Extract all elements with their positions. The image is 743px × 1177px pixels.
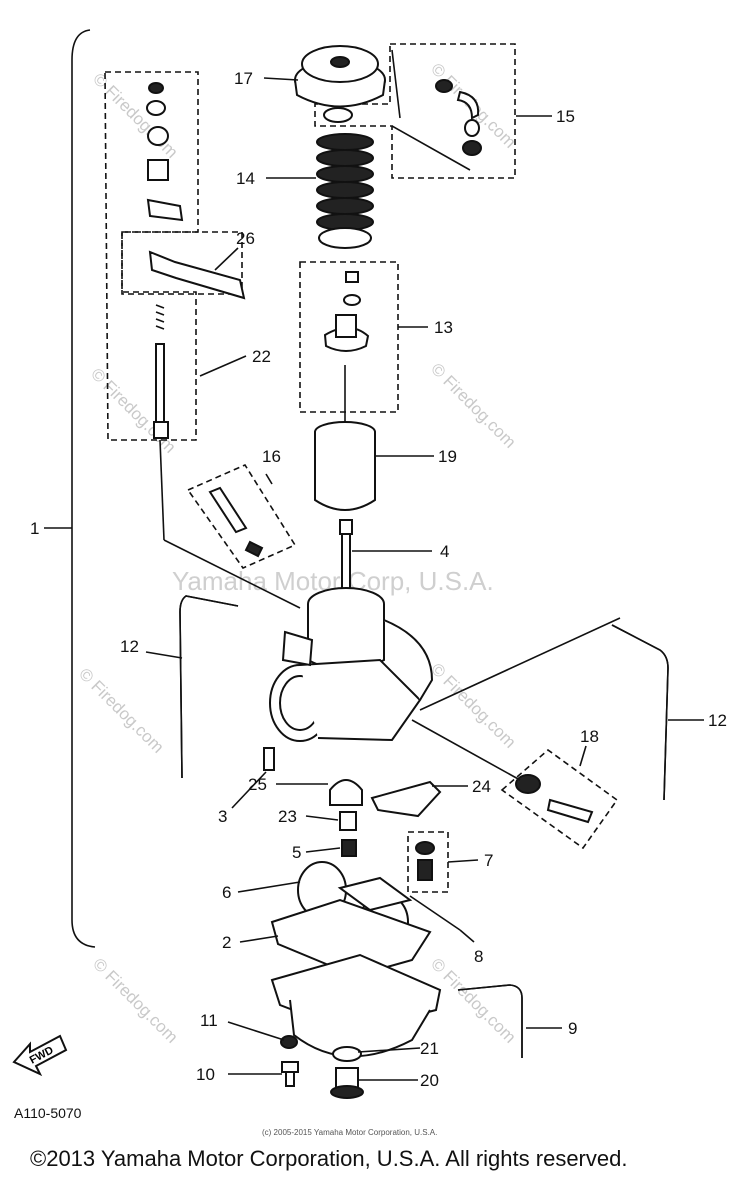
choke-parts <box>146 82 246 439</box>
callout-22: 22 <box>252 347 271 366</box>
callout-15: 15 <box>556 107 575 126</box>
parts: FWD <box>12 45 669 1099</box>
callout-17: 17 <box>234 69 253 88</box>
fitting-15 <box>435 79 482 156</box>
watermark-site-4: © Firedog.com <box>427 359 519 451</box>
screw-10 <box>281 1061 299 1087</box>
leader-lines <box>44 49 704 1081</box>
jet-7 <box>415 841 435 881</box>
watermark-site-3: © Firedog.com <box>87 364 179 456</box>
hose-12-right <box>611 624 669 801</box>
carb-body <box>269 587 434 742</box>
callout-7: 7 <box>484 851 493 870</box>
callout-26: 26 <box>236 229 255 248</box>
footer-copyright: ©2013 Yamaha Motor Corporation, U.S.A. A… <box>30 1146 627 1171</box>
watermark-site-5: © Firedog.com <box>75 664 167 756</box>
needle-13 <box>323 271 370 430</box>
jet-23 <box>339 811 357 831</box>
needle-jet-4 <box>339 519 353 595</box>
callout-11: 11 <box>200 1011 218 1030</box>
callout-8: 8 <box>474 947 483 966</box>
float-bowl <box>270 953 442 1058</box>
float-6 <box>297 861 461 951</box>
callout-1: 1 <box>30 519 39 538</box>
watermarks: Yamaha Motor Corp, U.S.A. © Firedog.com … <box>75 59 519 1046</box>
washer-21 <box>332 1046 362 1062</box>
assembly-bracket <box>71 29 96 948</box>
fwd-arrow-icon: FWD <box>12 1034 68 1077</box>
callout-19: 19 <box>438 447 457 466</box>
screw-3 <box>263 747 275 771</box>
callouts: 1 2 3 4 5 6 7 8 9 10 11 12 12 13 14 15 1… <box>30 69 727 1090</box>
callout-24: 24 <box>472 777 491 796</box>
callout-5: 5 <box>292 843 301 862</box>
callout-9: 9 <box>568 1019 577 1038</box>
callout-20: 20 <box>420 1071 439 1090</box>
callout-12-left: 12 <box>120 637 139 656</box>
main-jet-5 <box>341 839 357 857</box>
watermark-site-8: © Firedog.com <box>427 954 519 1046</box>
callout-16: 16 <box>262 447 281 466</box>
washer-11 <box>280 1035 298 1049</box>
callout-10: 10 <box>196 1065 215 1084</box>
small-copyright: (c) 2005-2015 Yamaha Motor Corporation, … <box>262 1128 437 1137</box>
callout-14: 14 <box>236 169 255 188</box>
cap-17 <box>294 45 386 108</box>
watermark-site-7: © Firedog.com <box>89 954 181 1046</box>
callout-13: 13 <box>434 318 453 337</box>
callout-18: 18 <box>580 727 599 746</box>
callout-23: 23 <box>278 807 297 826</box>
callout-4: 4 <box>440 542 449 561</box>
callout-12-right: 12 <box>708 711 727 730</box>
diagram-code: A110-5070 <box>14 1105 82 1121</box>
pilot-screw-16 <box>208 486 264 558</box>
callout-25: 25 <box>248 775 267 794</box>
callout-6: 6 <box>222 883 231 902</box>
plate-24 <box>370 780 442 818</box>
spring-14 <box>316 133 374 249</box>
callout-3: 3 <box>218 807 227 826</box>
slide-19 <box>314 421 376 511</box>
watermark-site-1: © Firedog.com <box>89 69 181 161</box>
valve-seat-25 <box>329 779 363 806</box>
callout-2: 2 <box>222 933 231 952</box>
callout-21: 21 <box>420 1039 439 1058</box>
washer <box>323 107 353 123</box>
hose-12-left <box>179 595 239 779</box>
watermark-site-6: © Firedog.com <box>427 659 519 751</box>
plug-20 <box>330 1067 364 1099</box>
plug-18 <box>515 774 594 824</box>
gasket-2 <box>270 898 432 978</box>
